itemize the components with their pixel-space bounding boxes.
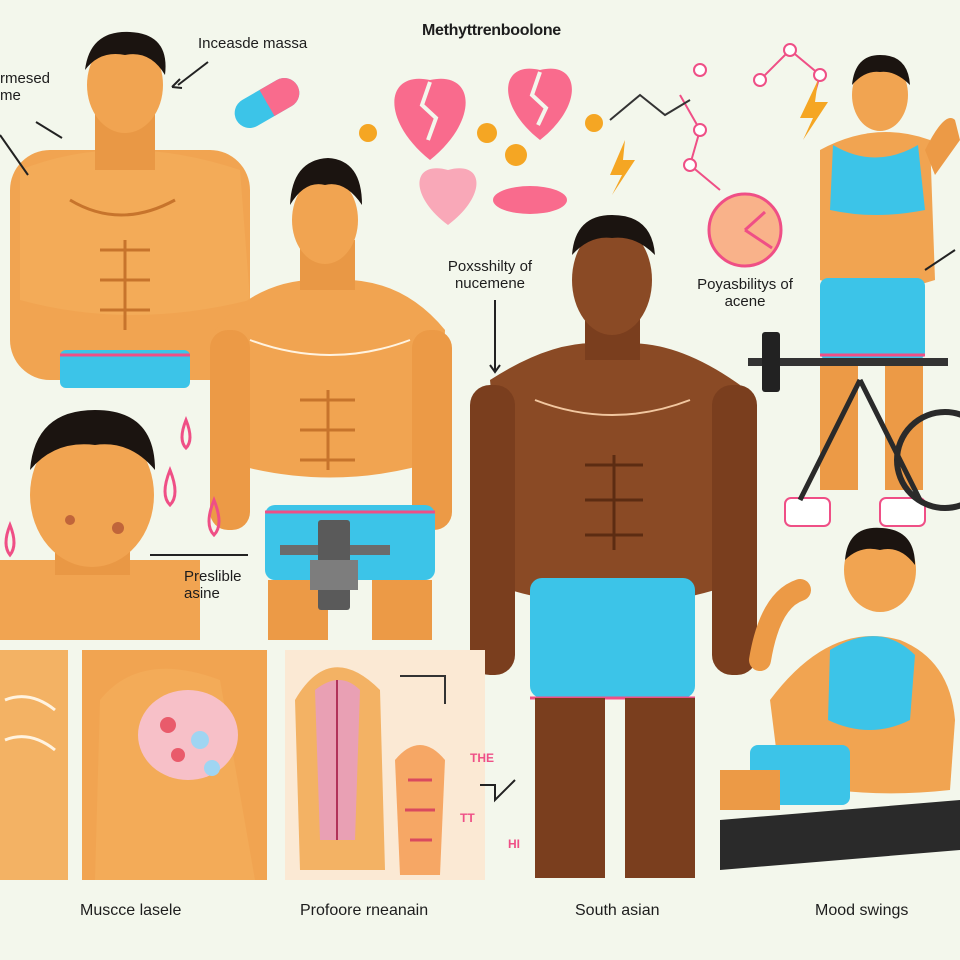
clock-icon [707,192,783,268]
lightning-icon [610,80,828,195]
label-small-hi: HI [508,837,520,851]
label-possibility-top: Poxsshilty of nucemene [447,258,533,293]
barbell-icon [748,332,960,511]
diagram-title: Methyttrenboolone [422,22,561,39]
label-small-tt: TT [460,811,475,825]
caption-mood-swings: Mood swings [815,902,909,919]
figure-center [470,215,757,878]
leader-lines [0,61,956,803]
heart-broken-icon [394,68,572,225]
figure-mid-left [0,410,200,640]
caption-south-asian: South asian [575,902,660,919]
caption-profoore: Profoore rneanain [300,902,429,919]
panel-muscle-closeup [0,650,267,880]
label-possible-acne: Preslible asine [184,568,242,603]
dumbbell-icon [280,520,390,610]
label-edge-top-left: rmesed me [0,70,51,105]
panel-anatomy [285,650,485,880]
figure-center-left [210,158,452,640]
label-possibility-acne: Poyasbilitys of acene [697,276,793,311]
figure-bottom-right [720,527,960,870]
figure-top-left [10,31,250,388]
caption-muscle: Muscce lasele [80,902,182,919]
label-increased-mass: Inceasde massa [198,35,308,52]
figure-top-right [784,55,960,527]
tablet-icon [493,186,567,214]
molecule-icon [609,43,827,191]
pill-icon [234,78,300,128]
capsule-dots [359,114,603,166]
droplet-icon [4,415,221,558]
label-small-the: THE [470,751,494,765]
